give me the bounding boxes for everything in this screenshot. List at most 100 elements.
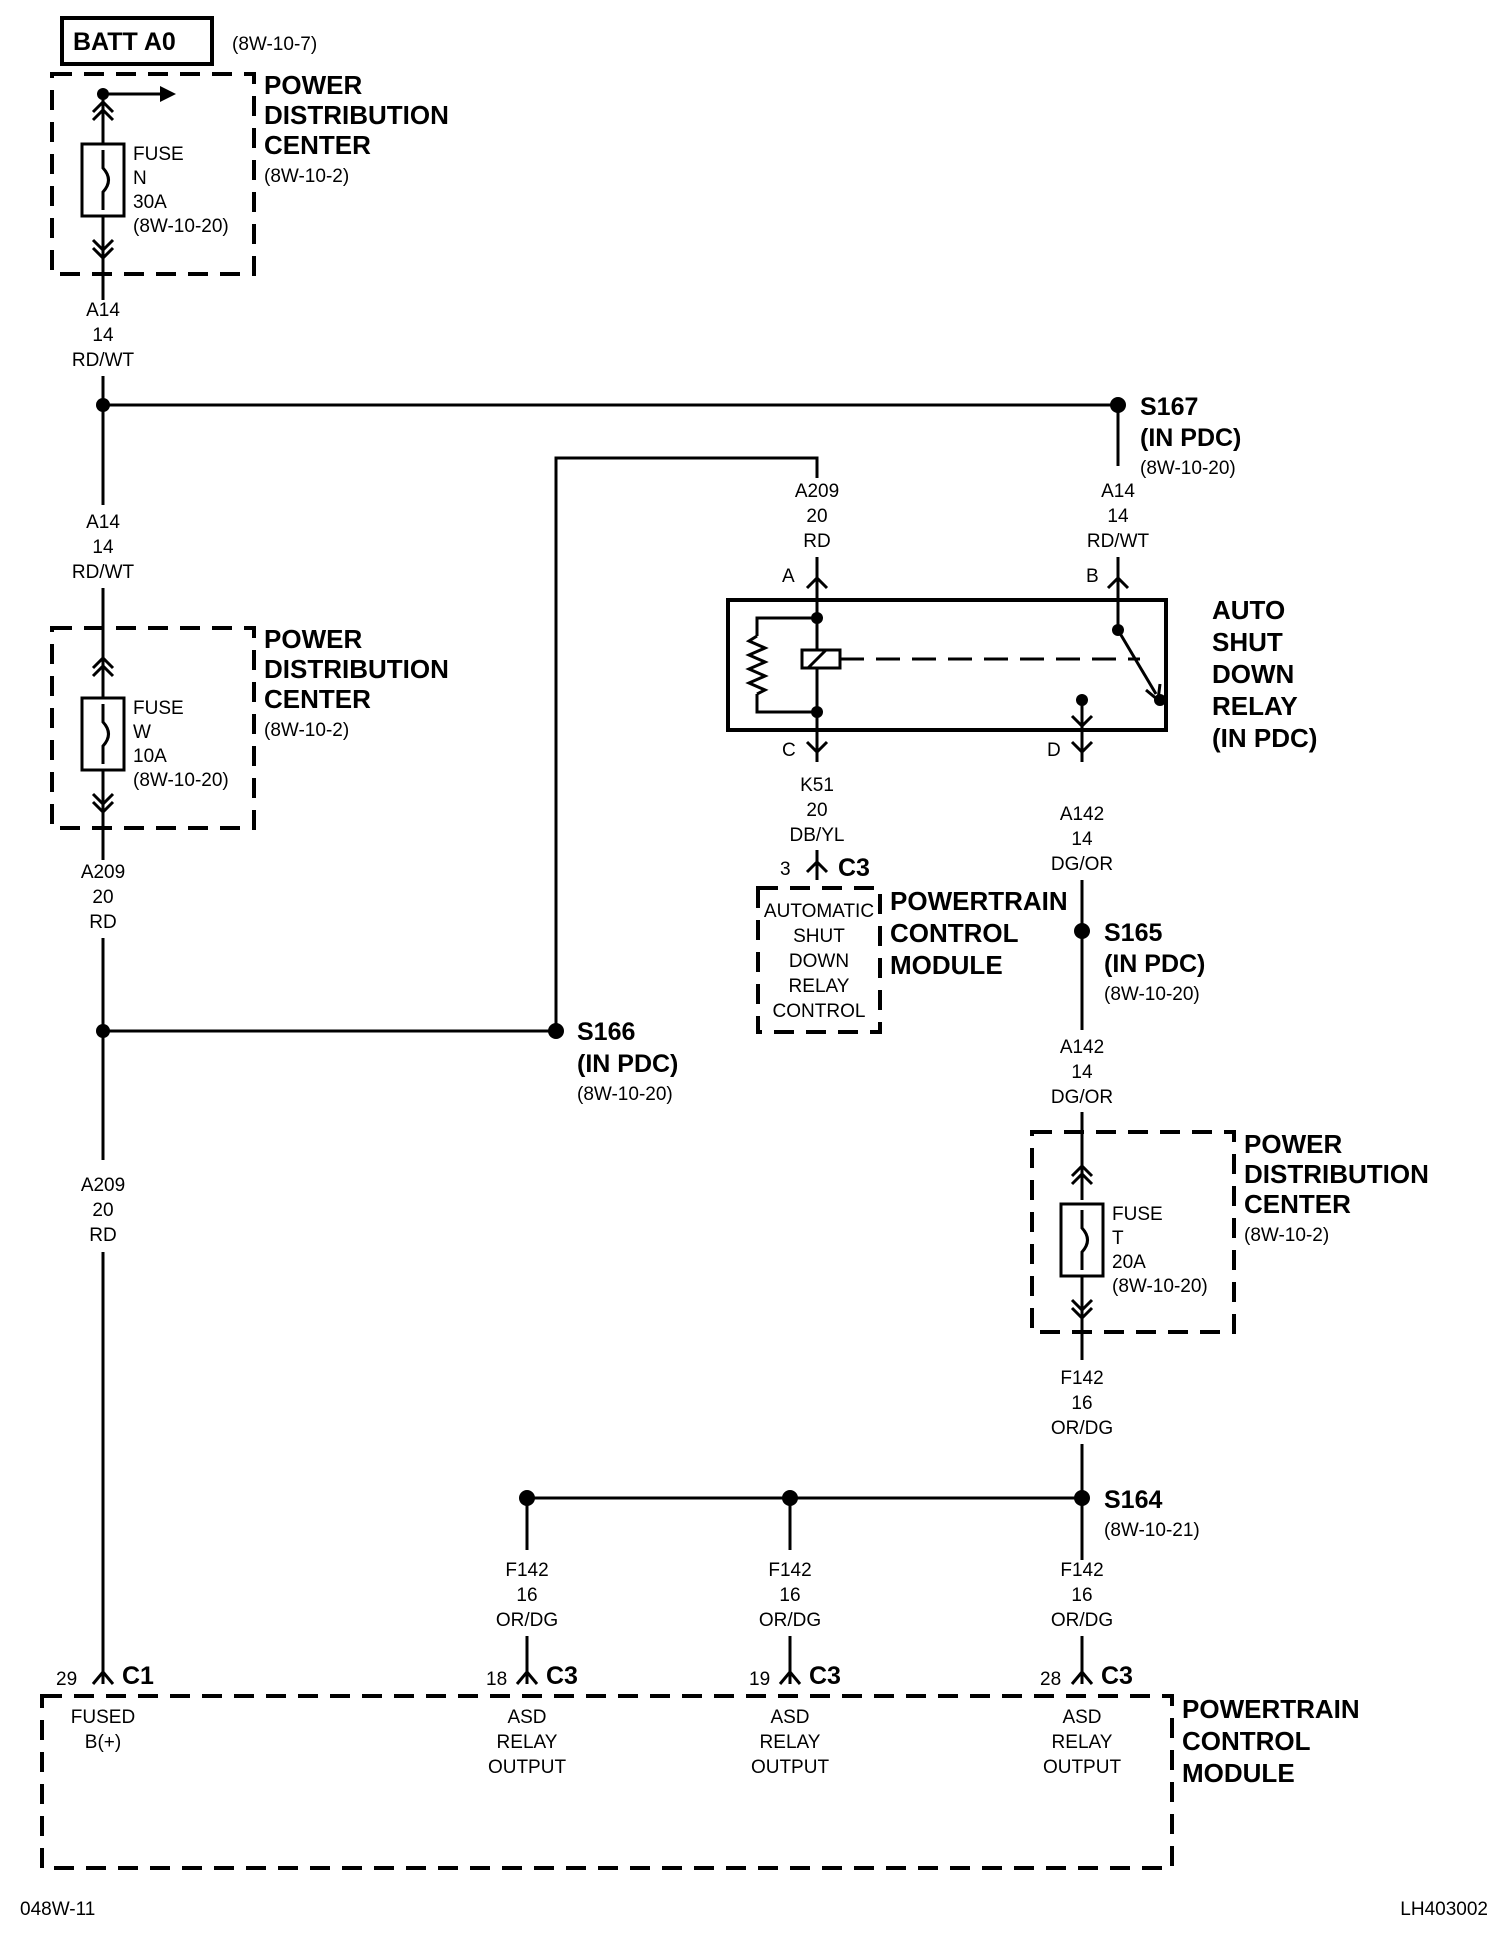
pdc1-connector-top-icon: [91, 99, 115, 122]
svg-text:W: W: [133, 722, 151, 743]
svg-text:10A: 10A: [133, 746, 167, 767]
pcm-main-pin18-text: ASD RELAY OUTPUT: [488, 1707, 567, 1778]
svg-text:RD: RD: [803, 531, 830, 552]
pcm-main-pin29-text: FUSED B(+): [71, 1707, 135, 1753]
svg-text:RELAY: RELAY: [760, 1732, 821, 1753]
svg-text:S166: S166: [577, 1018, 635, 1046]
pcm-pin-28-connector-icon: [1070, 1669, 1094, 1685]
svg-text:C3: C3: [546, 1662, 578, 1690]
svg-text:20: 20: [806, 800, 827, 821]
footer-right-code: LH403002: [1400, 1899, 1488, 1920]
svg-text:AUTOMATIC: AUTOMATIC: [764, 901, 874, 922]
relay-pin-c: C: [782, 740, 796, 761]
svg-text:RELAY: RELAY: [1052, 1732, 1113, 1753]
pcm-main-pin19-text: ASD RELAY OUTPUT: [751, 1707, 830, 1778]
svg-text:30A: 30A: [133, 192, 167, 213]
svg-text:RD/WT: RD/WT: [72, 350, 135, 371]
pdc2-connector-top-icon: [91, 655, 115, 678]
batt-label: BATT A0: [73, 28, 176, 56]
pdc2-connector-bottom-icon: [91, 792, 115, 815]
svg-text:C3: C3: [809, 1662, 841, 1690]
pdc3-connector-bottom-icon: [1070, 1298, 1094, 1321]
svg-text:F142: F142: [505, 1560, 548, 1581]
svg-text:FUSED: FUSED: [71, 1707, 135, 1728]
svg-text:RELAY: RELAY: [1212, 691, 1298, 721]
svg-text:B(+): B(+): [85, 1732, 121, 1753]
svg-text:OUTPUT: OUTPUT: [488, 1757, 567, 1778]
svg-text:DISTRIBUTION: DISTRIBUTION: [264, 654, 449, 684]
svg-text:RD: RD: [89, 912, 116, 933]
svg-text:MODULE: MODULE: [1182, 1758, 1295, 1788]
svg-text:DB/YL: DB/YL: [790, 825, 845, 846]
svg-text:OR/DG: OR/DG: [759, 1610, 821, 1631]
pcm-main-box: [40, 1694, 1174, 1870]
svg-text:16: 16: [1071, 1585, 1092, 1606]
pdc1-fuse-label: FUSE N 30A (8W-10-20): [133, 144, 229, 237]
splice-s167-label: S167 (IN PDC) (8W-10-20): [1140, 393, 1241, 479]
svg-text:RELAY: RELAY: [497, 1732, 558, 1753]
svg-text:S165: S165: [1104, 919, 1162, 947]
wire-label-a14-top: A14 14 RD/WT: [72, 300, 135, 371]
svg-text:F142: F142: [1060, 1368, 1103, 1389]
pcm-pin-29: 29 C1: [56, 1662, 154, 1690]
pcm-small-title: POWERTRAIN CONTROL MODULE: [890, 886, 1068, 980]
svg-text:14: 14: [1071, 829, 1093, 850]
svg-text:(IN PDC): (IN PDC): [1104, 950, 1205, 978]
pdc1-bus-arrow-icon: [160, 86, 176, 102]
svg-text:(IN PDC): (IN PDC): [1212, 723, 1317, 753]
svg-text:20: 20: [92, 1200, 113, 1221]
svg-text:A209: A209: [795, 481, 839, 502]
svg-text:S164: S164: [1104, 1486, 1162, 1514]
svg-text:16: 16: [1071, 1393, 1092, 1414]
pdc3-fuse-label: FUSE T 20A (8W-10-20): [1112, 1204, 1208, 1297]
svg-text:(8W-10-20): (8W-10-20): [1104, 984, 1200, 1005]
relay-coil-icon: [745, 600, 1140, 730]
pcm-small-conn: C3: [838, 854, 870, 882]
svg-text:A209: A209: [81, 1175, 125, 1196]
svg-text:(8W-10-2): (8W-10-2): [264, 166, 349, 187]
wire-label-k51: K51 20 DB/YL: [790, 775, 845, 846]
svg-text:28: 28: [1040, 1669, 1061, 1690]
pdc1-box: [50, 72, 256, 276]
svg-text:A142: A142: [1060, 1037, 1104, 1058]
svg-text:20A: 20A: [1112, 1252, 1146, 1273]
svg-text:A14: A14: [1101, 481, 1135, 502]
relay-pin-b-connector-icon: [1106, 575, 1130, 590]
svg-text:(8W-10-2): (8W-10-2): [1244, 1225, 1329, 1246]
svg-text:RD/WT: RD/WT: [72, 562, 135, 583]
asd-relay-title: AUTO SHUT DOWN RELAY (IN PDC): [1212, 595, 1317, 753]
svg-text:ASD: ASD: [507, 1707, 546, 1728]
svg-text:DG/OR: DG/OR: [1051, 1087, 1113, 1108]
svg-text:20: 20: [806, 506, 827, 527]
svg-text:FUSE: FUSE: [133, 698, 184, 719]
svg-text:14: 14: [1107, 506, 1129, 527]
pdc3-connector-top-icon: [1070, 1163, 1094, 1186]
pdc1-connector-bottom-icon: [91, 238, 115, 261]
wire-label-a14-relay: A14 14 RD/WT: [1087, 481, 1150, 552]
svg-text:(IN PDC): (IN PDC): [1140, 424, 1241, 452]
svg-text:DOWN: DOWN: [1212, 659, 1294, 689]
svg-text:SHUT: SHUT: [1212, 627, 1283, 657]
svg-text:16: 16: [779, 1585, 800, 1606]
svg-text:F142: F142: [1060, 1560, 1103, 1581]
svg-text:(8W-10-2): (8W-10-2): [264, 720, 349, 741]
pdc2-fuse-label: FUSE W 10A (8W-10-20): [133, 698, 229, 791]
svg-text:CONTROL: CONTROL: [890, 918, 1019, 948]
svg-text:K51: K51: [800, 775, 834, 796]
svg-text:CONTROL: CONTROL: [773, 1001, 866, 1022]
svg-text:AUTO: AUTO: [1212, 595, 1285, 625]
svg-text:(8W-10-20): (8W-10-20): [577, 1084, 673, 1105]
svg-text:OR/DG: OR/DG: [496, 1610, 558, 1631]
svg-text:MODULE: MODULE: [890, 950, 1003, 980]
svg-text:ASD: ASD: [770, 1707, 809, 1728]
pcm-pin-18-connector-icon: [515, 1669, 539, 1685]
svg-text:OR/DG: OR/DG: [1051, 1610, 1113, 1631]
svg-text:ASD: ASD: [1062, 1707, 1101, 1728]
svg-text:OR/DG: OR/DG: [1051, 1418, 1113, 1439]
svg-text:FUSE: FUSE: [1112, 1204, 1163, 1225]
svg-text:DISTRIBUTION: DISTRIBUTION: [264, 100, 449, 130]
svg-text:FUSE: FUSE: [133, 144, 184, 165]
wire-label-a142-upper: A142 14 DG/OR: [1051, 804, 1113, 875]
splice-s164-dot: [1074, 1490, 1090, 1506]
pcm-small-inner-label: AUTOMATIC SHUT DOWN RELAY CONTROL: [764, 901, 874, 1022]
